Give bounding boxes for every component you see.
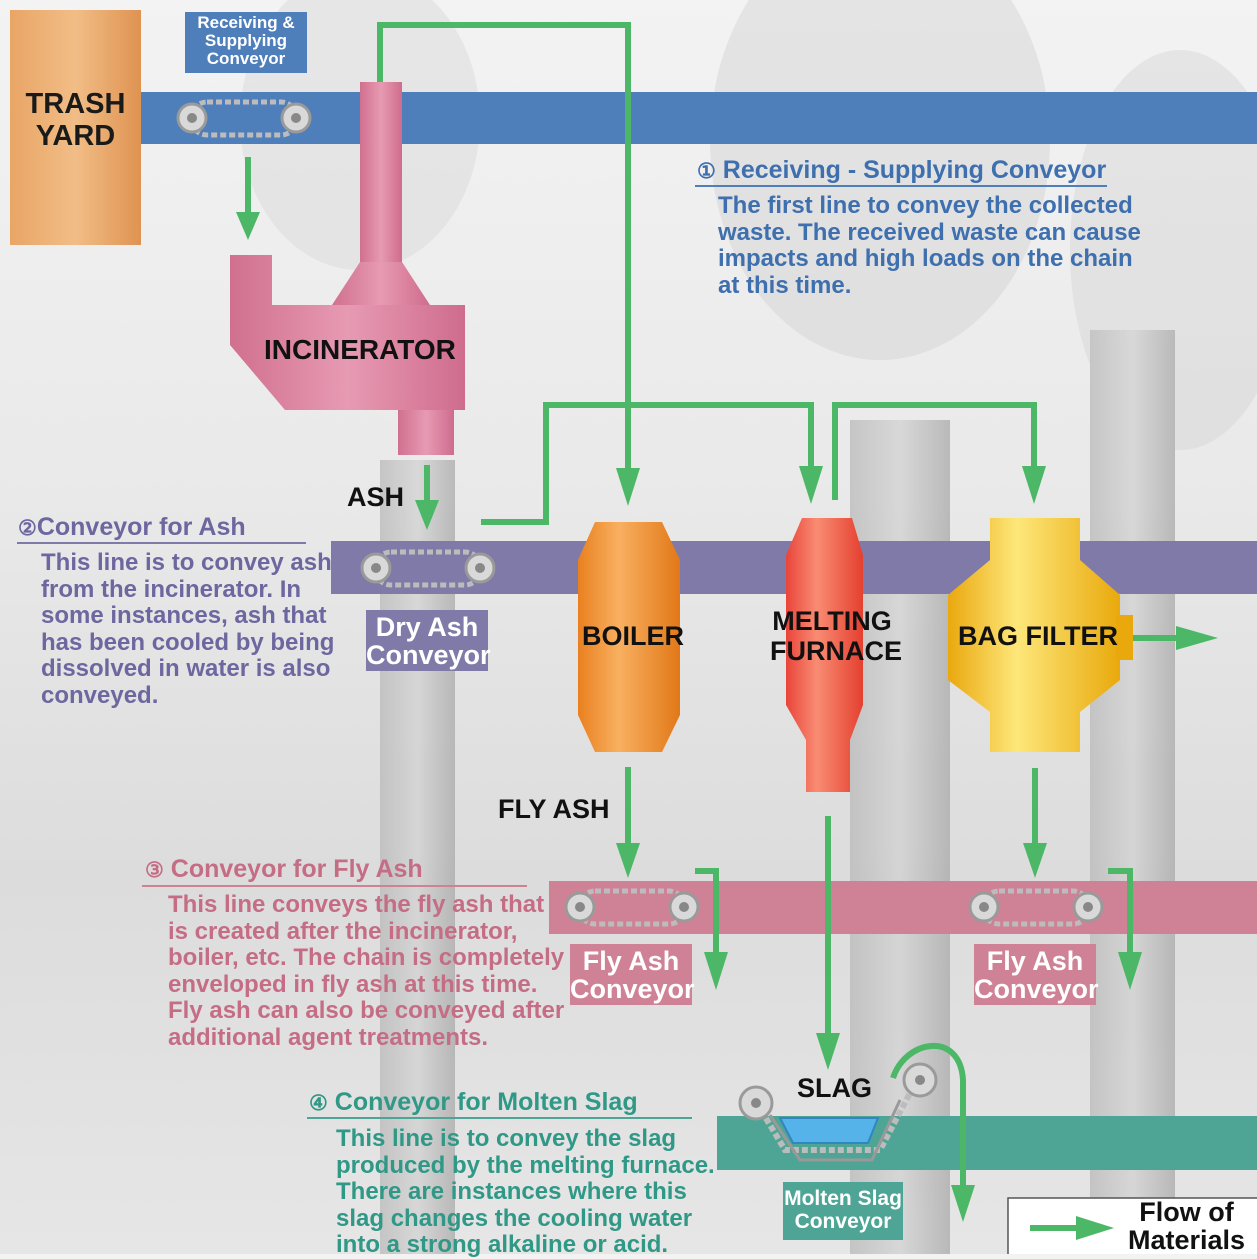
- boiler-shape: [578, 522, 680, 752]
- section-4-line: This line is to convey the slag: [336, 1125, 677, 1152]
- section-4-line: into a strong alkaline or acid.: [336, 1231, 669, 1258]
- section-2-line: This line is to convey ash: [41, 549, 332, 576]
- molten-label-line2: Conveyor: [794, 1210, 892, 1233]
- trash-yard-label: TRASH YARD: [10, 88, 141, 152]
- incinerator-shape: [230, 82, 465, 455]
- incinerator-label: INCINERATOR: [264, 334, 456, 365]
- arrow-heads: [236, 212, 1218, 1222]
- molten-slag-conveyor-label: Molten Slag Conveyor: [783, 1182, 903, 1240]
- bag-filter-label: BAG FILTER: [958, 621, 1118, 651]
- ash-label: ASH: [347, 482, 405, 512]
- trash-yard: [10, 10, 141, 245]
- section-1-title: ① Receiving - Supplying Conveyor: [697, 156, 1106, 185]
- section-1-line: The first line to convey the collected: [718, 192, 1133, 219]
- dry-ash-conveyor-label: Dry Ash Conveyor: [366, 610, 491, 671]
- receiving-label-line2: Supplying: [204, 31, 288, 50]
- boiler-label: BOILER: [582, 621, 685, 651]
- section-3-title-text: Conveyor for Fly Ash: [170, 855, 423, 883]
- section-3-title: ③ Conveyor for Fly Ash: [145, 855, 423, 884]
- legend-label-line2: Materials: [1128, 1225, 1246, 1255]
- receiving-label-line1: Receiving &: [197, 13, 295, 32]
- receiving-conveyor-label: Receiving & Supplying Conveyor: [185, 12, 307, 73]
- dry-ash-label-line1: Dry Ash: [375, 612, 479, 642]
- section-2-line: has been cooled by being: [41, 628, 335, 656]
- legend-label: Flow of Materials: [1128, 1198, 1245, 1254]
- section-1-line: at this time.: [718, 271, 852, 299]
- section-1-number: ①: [697, 160, 716, 183]
- legend-label-line1: Flow of: [1139, 1197, 1234, 1227]
- section-4-title-text: Conveyor for Molten Slag: [334, 1088, 638, 1116]
- section-4-title: ④ Conveyor for Molten Slag: [309, 1088, 638, 1117]
- section-4-line: slag changes the cooling water: [336, 1204, 693, 1232]
- chain-icon-slag: [738, 1062, 938, 1162]
- section-2-line: from the incinerator. In: [41, 575, 302, 603]
- chain-icon-dry-ash: [360, 549, 496, 588]
- section-3-line: This line conveys the fly ash that: [168, 891, 545, 918]
- melting-label-line1: MELTING: [772, 606, 892, 636]
- chain-icon-receiving: [176, 99, 312, 138]
- section-4-description: This line is to convey the slag produced…: [336, 1125, 715, 1259]
- section-4-line: produced by the melting furnace.: [336, 1151, 715, 1179]
- bag-filter-shape: [948, 518, 1133, 752]
- section-3-line: is created after the incinerator,: [168, 917, 518, 945]
- receiving-label-line3: Conveyor: [206, 49, 286, 68]
- section-3-description: This line conveys the fly ash that is cr…: [168, 891, 565, 1051]
- receiving-conveyor-bar: [141, 92, 1257, 144]
- melting-furnace-label: MELTING FURNACE: [770, 606, 902, 666]
- section-3-line: enveloped in fly ash at this time.: [168, 970, 538, 998]
- section-2-number: ②: [18, 517, 37, 540]
- fly-ash-conveyor-label-2: Fly Ash Conveyor: [974, 944, 1099, 1005]
- fly-ash-label-1-line1: Fly Ash: [582, 946, 680, 976]
- slag-label: SLAG: [797, 1073, 873, 1103]
- section-3-line: Fly ash can also be conveyed after: [168, 997, 565, 1024]
- section-2-description: This line is to convey ash from the inci…: [41, 549, 335, 709]
- fly-ash-label-2-line1: Fly Ash: [986, 946, 1084, 976]
- section-3-line: additional agent treatments.: [168, 1023, 489, 1051]
- section-4-number: ④: [309, 1092, 328, 1115]
- melting-furnace-shape: [786, 518, 863, 792]
- section-1-line: waste. The received waste can cause: [718, 218, 1141, 246]
- legend-arrow-head: [1076, 1216, 1114, 1240]
- chain-icon-fly-ash-1: [564, 888, 700, 927]
- section-2-line: dissolved in water is also: [41, 655, 331, 682]
- trash-yard-label-line2: YARD: [35, 120, 116, 152]
- section-2-title-text: Conveyor for Ash: [36, 513, 246, 541]
- fly-ash-conveyor-label-1: Fly Ash Conveyor: [570, 944, 695, 1005]
- fly-ash-label: FLY ASH: [498, 794, 610, 824]
- flow-arrows: [245, 22, 1180, 1190]
- section-1-line: impacts and high loads on the chain: [718, 245, 1133, 272]
- chain-icon-fly-ash-2: [968, 888, 1104, 927]
- trash-yard-label-line1: TRASH: [25, 88, 126, 120]
- section-3-line: boiler, etc. The chain is completely: [168, 944, 565, 971]
- section-4-line: There are instances where this: [336, 1178, 687, 1205]
- section-1-description: The first line to convey the collected w…: [718, 192, 1141, 299]
- dry-ash-label-line2: Conveyor: [366, 640, 491, 670]
- melting-label-line2: FURNACE: [770, 636, 902, 666]
- fly-ash-label-1-line2: Conveyor: [570, 974, 695, 1004]
- molten-label-line1: Molten Slag: [784, 1187, 902, 1210]
- section-2-line: conveyed.: [41, 681, 159, 709]
- fly-ash-label-2-line2: Conveyor: [974, 974, 1099, 1004]
- section-2-title: ②Conveyor for Ash: [18, 513, 246, 542]
- section-2-line: some instances, ash that: [41, 602, 327, 629]
- section-1-title-text: Receiving - Supplying Conveyor: [722, 156, 1107, 184]
- section-3-number: ③: [145, 859, 164, 882]
